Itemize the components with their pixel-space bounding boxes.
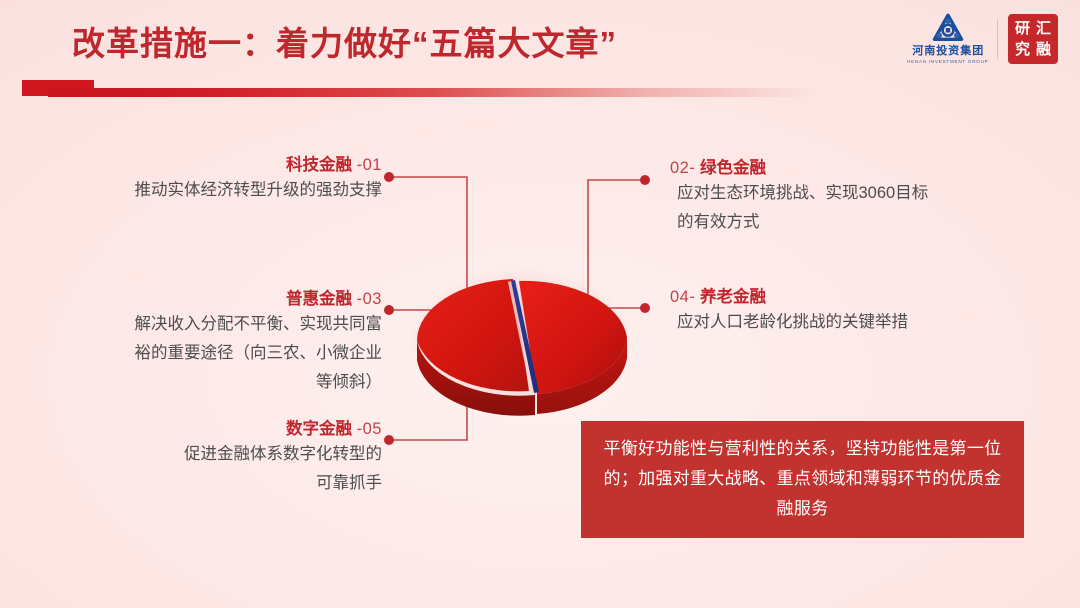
item-05-number: -05: [356, 420, 382, 438]
page-title: 改革措施一：着力做好“五篇大文章”: [72, 25, 617, 62]
title-accent-bar: [48, 88, 818, 97]
item-04-label: 养老金融: [699, 288, 766, 306]
company-name-en: HENAN INVESTMENT GROUP: [907, 59, 989, 64]
logo-divider: [997, 19, 998, 59]
pie-svg: [417, 279, 627, 416]
seal-char-4: 融: [1034, 40, 1053, 59]
connector-dot-04: [640, 303, 650, 313]
item-01-tech-finance[interactable]: 科技金融 -01 推动实体经济转型升级的强劲支撑: [62, 154, 383, 205]
connector-dot-02: [640, 175, 650, 185]
item-03-label: 普惠金融: [286, 290, 353, 308]
item-05-digital-finance[interactable]: 数字金融 -05 促进金融体系数字化转型的 可靠抓手: [62, 418, 382, 498]
item-02-description: 应对生态环境挑战、实现3060目标 的有效方式: [677, 184, 929, 231]
connector-dot-01: [384, 172, 394, 182]
company-name-cn: 河南投资集团: [912, 45, 985, 57]
connector-dot-03: [384, 305, 394, 315]
central-pie-graphic: [405, 258, 635, 418]
triangle-logo-icon: [933, 13, 964, 41]
item-01-description: 推动实体经济转型升级的强劲支撑: [134, 181, 383, 199]
item-02-label: 绿色金融: [699, 159, 766, 177]
slide-header: 改革措施一：着力做好“五篇大文章”: [0, 0, 1080, 97]
summary-callout-box: 平衡好功能性与营利性的关系，坚持功能性是第一位的；加强对重大战略、重点领域和薄弱…: [581, 421, 1024, 538]
seal-char-2: 汇: [1034, 19, 1053, 38]
item-02-heading: 02- 绿色金融: [670, 157, 1030, 179]
item-01-heading: 科技金融 -01: [62, 154, 382, 176]
company-logo: 河南投资集团 HENAN INVESTMENT GROUP: [907, 13, 989, 65]
item-03-heading: 普惠金融 -03: [62, 288, 382, 310]
item-05-heading: 数字金融 -05: [62, 418, 382, 440]
item-04-description: 应对人口老龄化挑战的关键举措: [677, 313, 908, 331]
item-03-description: 解决收入分配不平衡、实现共同富 裕的重要途径（向三农、小微企业 等倾斜）: [134, 315, 383, 391]
item-04-pension-finance[interactable]: 04- 养老金融 应对人口老龄化挑战的关键举措: [670, 286, 1030, 337]
research-seal-icon: 研 汇 究 融: [1008, 14, 1058, 64]
seal-char-1: 研: [1013, 19, 1032, 38]
item-04-heading: 04- 养老金融: [670, 286, 1030, 308]
item-01-number: -01: [356, 156, 382, 174]
item-02-green-finance[interactable]: 02- 绿色金融 应对生态环境挑战、实现3060目标 的有效方式: [670, 157, 1030, 237]
seal-char-3: 究: [1013, 40, 1032, 59]
item-01-label: 科技金融: [286, 156, 353, 174]
item-03-inclusive-finance[interactable]: 普惠金融 -03 解决收入分配不平衡、实现共同富 裕的重要途径（向三农、小微企业…: [62, 288, 383, 397]
item-03-number: -03: [356, 290, 382, 308]
item-05-description: 促进金融体系数字化转型的 可靠抓手: [184, 445, 382, 492]
item-04-number: 04-: [670, 288, 696, 306]
item-02-number: 02-: [670, 159, 696, 177]
brand-logo-zone: 河南投资集团 HENAN INVESTMENT GROUP 研 汇 究 融: [907, 8, 1058, 70]
item-05-label: 数字金融: [286, 420, 353, 438]
connector-dot-05: [384, 435, 394, 445]
